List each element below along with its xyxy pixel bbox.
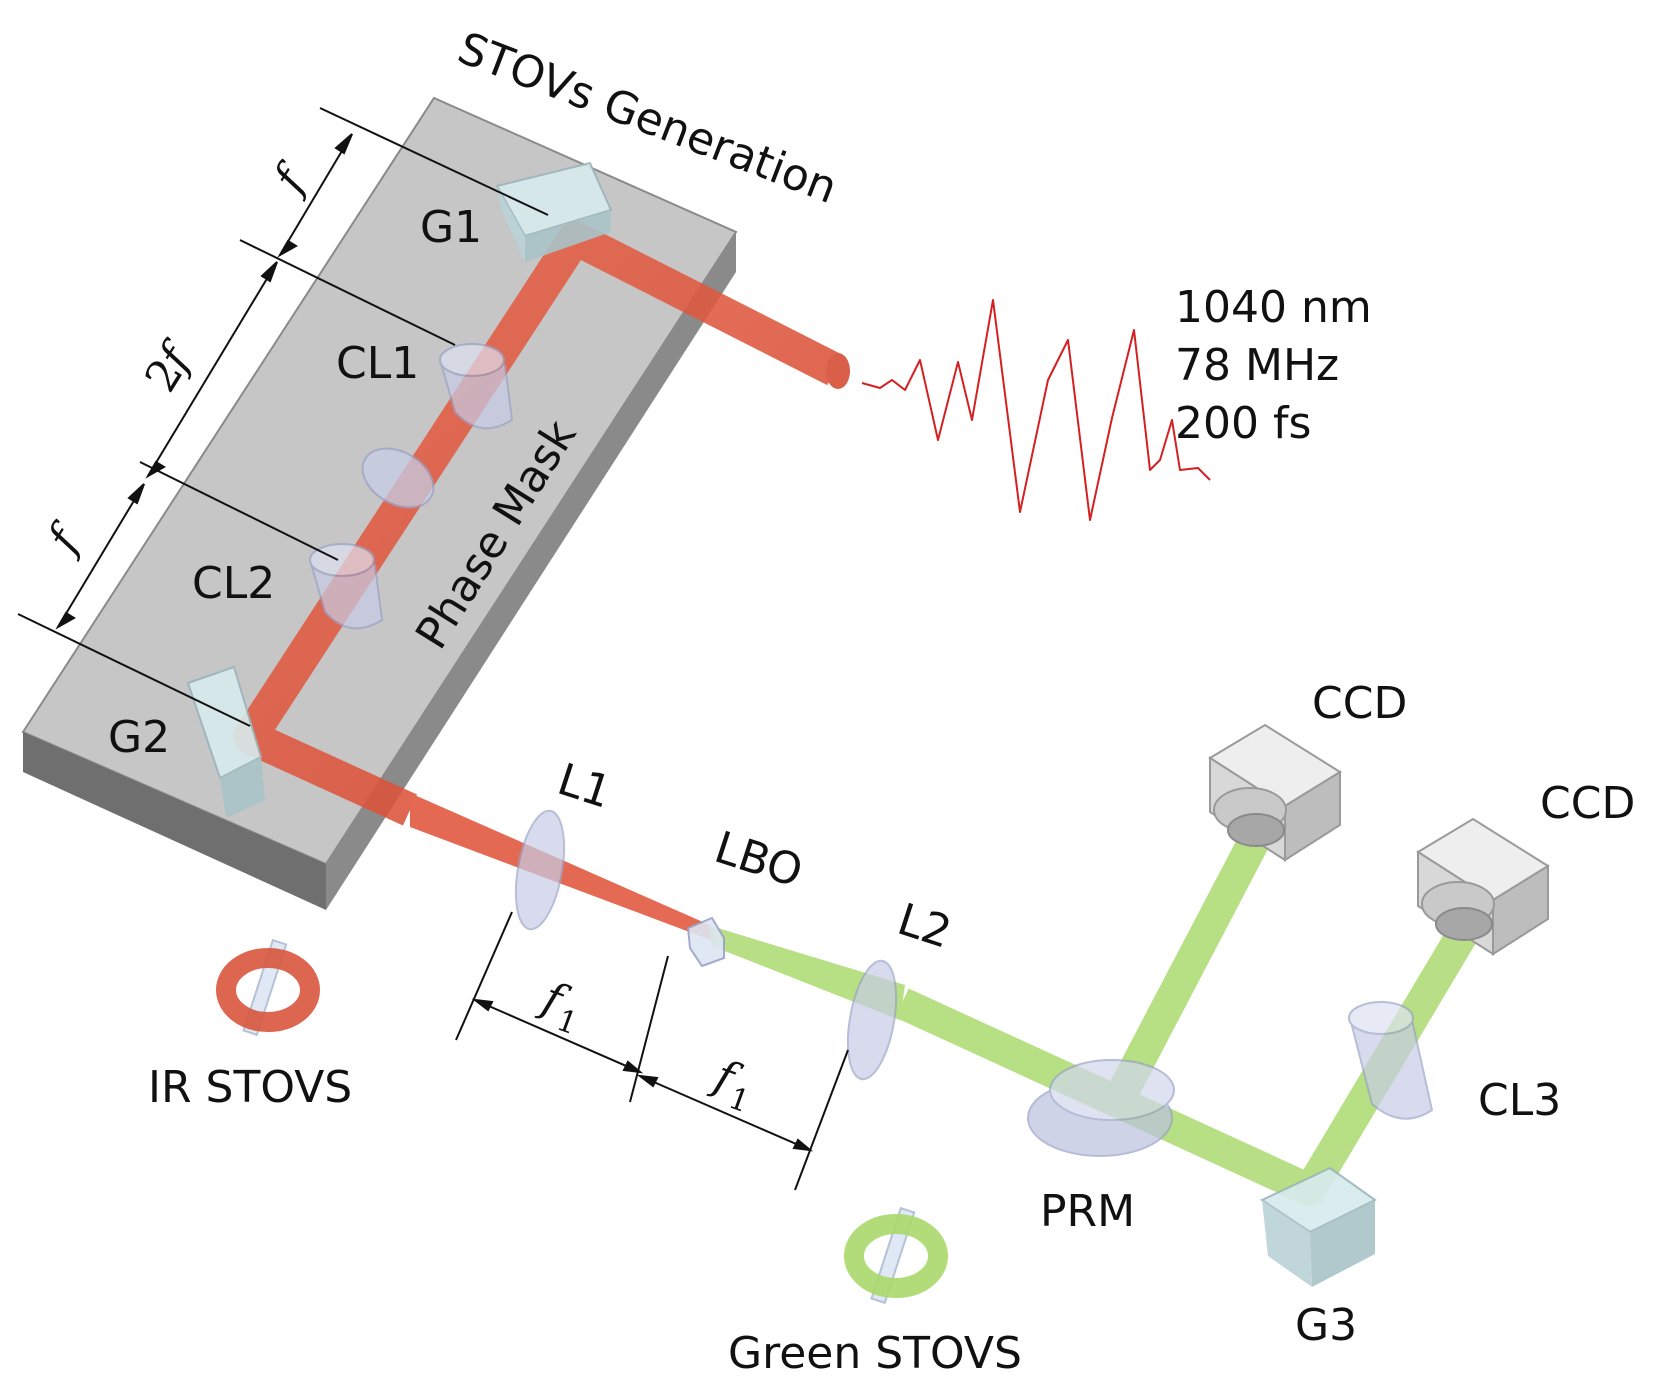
label-l2: L2 (892, 894, 958, 959)
dim-f1-right: f 1 (705, 1049, 753, 1120)
laser-pulse-duration: 200 fs (1175, 398, 1311, 449)
lens-l2 (846, 959, 898, 1081)
laser-pulse-waveform (861, 299, 1211, 521)
label-g2: G2 (108, 712, 170, 763)
grating-g2 (186, 665, 265, 818)
cylindrical-lens-cl2 (308, 543, 384, 630)
dim-f1-left: f 1 (533, 971, 581, 1042)
dim-f-top: f (262, 154, 319, 203)
dim-f-bottom: f (36, 514, 93, 563)
label-lbo: LBO (709, 822, 809, 898)
grating-g1 (495, 161, 613, 262)
dim-2f: 2 f (135, 332, 204, 401)
ir-stovs-icon (216, 938, 320, 1037)
grating-g3 (1259, 1166, 1377, 1287)
label-l1: L1 (552, 754, 618, 819)
label-cl2: CL2 (192, 558, 275, 609)
ccd-camera-right (1416, 817, 1550, 956)
label-cl3: CL3 (1478, 1075, 1561, 1126)
label-ir-stovs: IR STOVS (148, 1062, 352, 1113)
phase-mask-element (361, 447, 435, 509)
label-cl1: CL1 (336, 338, 419, 389)
lens-l1 (514, 809, 566, 931)
cylindrical-lens-cl3 (1348, 1001, 1434, 1120)
lbo-crystal (686, 916, 725, 968)
prm-mirror (1027, 1059, 1175, 1157)
ccd-camera-left (1208, 723, 1342, 862)
label-ccd-left: CCD (1312, 678, 1407, 729)
laser-wavelength: 1040 nm (1175, 282, 1372, 333)
cylindrical-lens-cl1 (438, 343, 514, 430)
label-ccd-right: CCD (1540, 778, 1635, 829)
label-g3: G3 (1295, 1300, 1357, 1351)
label-green-stovs: Green STOVS (728, 1328, 1022, 1379)
green-stovs-icon (844, 1206, 948, 1305)
label-prm: PRM (1040, 1186, 1135, 1237)
laser-rep-rate: 78 MHz (1175, 340, 1339, 391)
label-g1: G1 (420, 202, 482, 253)
dimension-lines (17, 107, 849, 1191)
